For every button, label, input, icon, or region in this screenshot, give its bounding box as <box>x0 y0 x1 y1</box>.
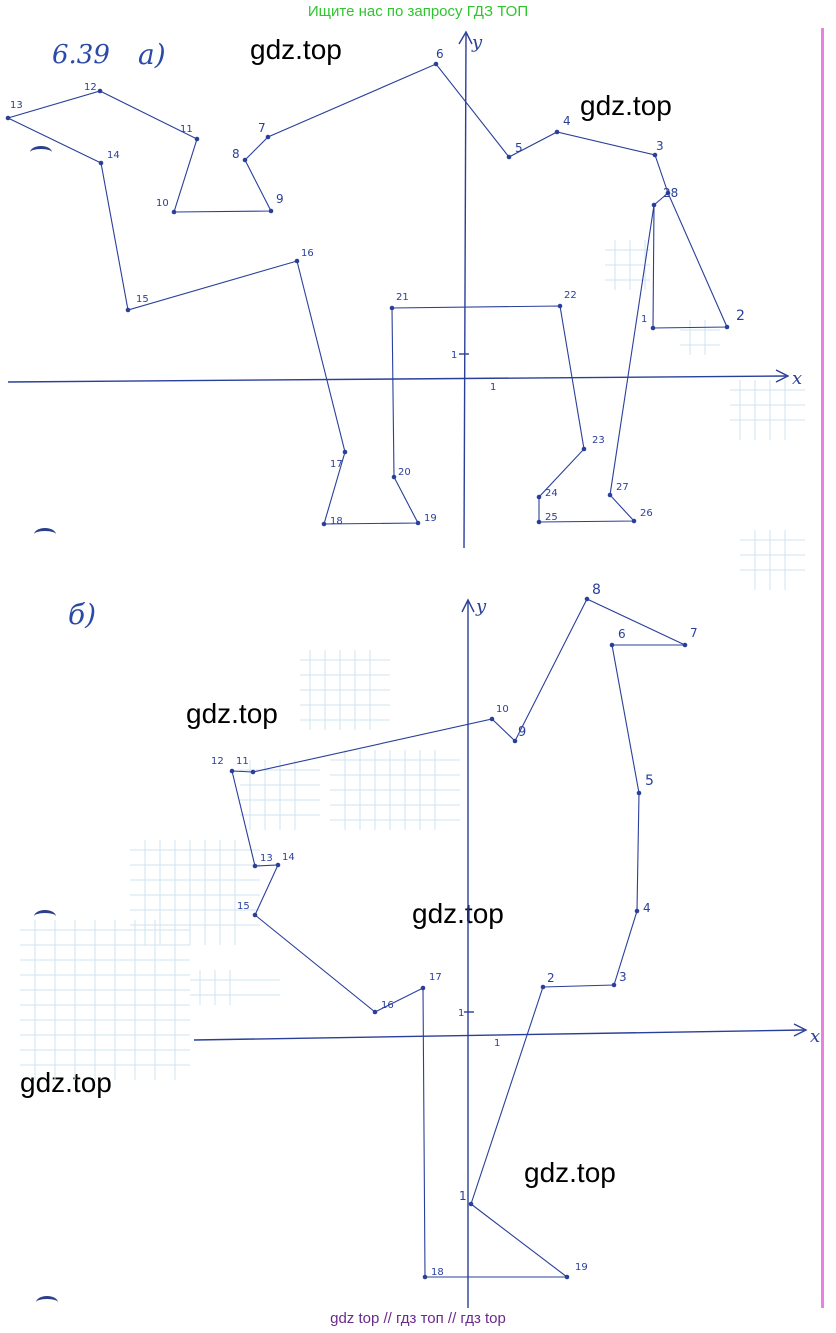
figure-b-polyline <box>231 598 686 1278</box>
svg-text:8: 8 <box>232 147 240 161</box>
svg-text:27: 27 <box>616 482 629 493</box>
binder-hole-3 <box>34 910 56 923</box>
svg-text:6: 6 <box>436 47 444 61</box>
svg-text:12: 12 <box>84 82 97 93</box>
svg-text:4: 4 <box>643 901 651 915</box>
svg-text:12: 12 <box>211 756 224 767</box>
watermark-6: gdz.top <box>524 1157 616 1188</box>
svg-text:16: 16 <box>301 248 314 259</box>
svg-text:14: 14 <box>282 852 295 863</box>
svg-text:18: 18 <box>431 1267 444 1278</box>
svg-text:18: 18 <box>330 516 343 527</box>
unit-label-y-b: 1 <box>458 1008 464 1019</box>
figure-b-points <box>229 596 688 1280</box>
svg-text:13: 13 <box>10 100 23 111</box>
svg-text:25: 25 <box>545 512 558 523</box>
unit-label-y-a: 1 <box>451 350 457 361</box>
svg-text:3: 3 <box>619 970 627 984</box>
svg-text:24: 24 <box>545 488 558 499</box>
binder-hole-4 <box>36 1296 58 1309</box>
svg-text:17: 17 <box>330 459 343 470</box>
watermark-3: gdz.top <box>186 698 278 729</box>
svg-text:7: 7 <box>690 626 698 640</box>
grid-patch <box>20 240 805 1080</box>
svg-text:15: 15 <box>237 901 250 912</box>
svg-text:4: 4 <box>563 114 571 128</box>
svg-text:10: 10 <box>496 704 509 715</box>
svg-text:9: 9 <box>276 192 284 206</box>
figure-a-labels: 1 2 3 4 5 6 7 8 9 10 11 12 13 14 15 16 1… <box>10 47 745 527</box>
svg-text:6: 6 <box>618 627 626 641</box>
svg-text:26: 26 <box>640 508 653 519</box>
svg-text:9: 9 <box>518 725 526 740</box>
axes-part-b <box>193 598 808 1308</box>
svg-text:10: 10 <box>156 198 169 209</box>
svg-text:19: 19 <box>575 1262 588 1273</box>
figure-b-labels: 1 2 3 4 5 6 7 8 9 10 11 12 13 14 15 16 1… <box>211 582 698 1278</box>
top-banner[interactable]: Ищите нас по запросу ГДЗ ТОП <box>307 3 529 20</box>
binder-hole-1 <box>30 146 52 159</box>
problem-number: 6.39 <box>52 40 110 70</box>
svg-text:22: 22 <box>564 290 577 301</box>
axis-y-label-b: y <box>475 596 487 617</box>
svg-text:14: 14 <box>107 150 120 161</box>
svg-text:7: 7 <box>258 121 266 135</box>
svg-text:1: 1 <box>459 1189 467 1203</box>
axes-part-a <box>7 30 790 549</box>
figure-a-points <box>5 61 730 527</box>
svg-text:13: 13 <box>260 853 273 864</box>
svg-text:16: 16 <box>381 1000 394 1011</box>
axis-x-label-b: x <box>810 1026 820 1047</box>
part-b-label: б) <box>68 598 97 631</box>
svg-text:20: 20 <box>398 467 411 478</box>
svg-text:19: 19 <box>424 513 437 524</box>
svg-text:2: 2 <box>547 971 555 985</box>
svg-text:21: 21 <box>396 292 409 303</box>
svg-text:3: 3 <box>656 139 664 153</box>
watermark-1: gdz.top <box>250 34 342 65</box>
svg-text:23: 23 <box>592 435 605 446</box>
figure-a-polyline <box>6 63 728 525</box>
svg-text:5: 5 <box>645 773 654 789</box>
unit-label-x-a: 1 <box>490 382 496 393</box>
watermark-4: gdz.top <box>412 898 504 929</box>
svg-text:8: 8 <box>592 582 601 598</box>
watermark-2: gdz.top <box>580 90 672 121</box>
unit-label-x-b: 1 <box>494 1038 500 1049</box>
bottom-banner[interactable]: gdz top // гдз топ // гдз top <box>330 1310 506 1327</box>
axis-x-label-a: x <box>792 368 802 389</box>
svg-text:2: 2 <box>736 308 745 324</box>
svg-text:15: 15 <box>136 294 149 305</box>
svg-text:28: 28 <box>663 186 678 200</box>
svg-text:11: 11 <box>180 124 193 135</box>
svg-text:1: 1 <box>641 314 647 325</box>
svg-text:5: 5 <box>515 141 523 155</box>
axis-y-label-a: y <box>471 32 483 53</box>
svg-text:11: 11 <box>236 756 249 767</box>
notebook-margin-line <box>821 28 824 1308</box>
part-a-label: а) <box>138 38 166 71</box>
svg-text:17: 17 <box>429 972 442 983</box>
binder-hole-2 <box>34 528 56 541</box>
